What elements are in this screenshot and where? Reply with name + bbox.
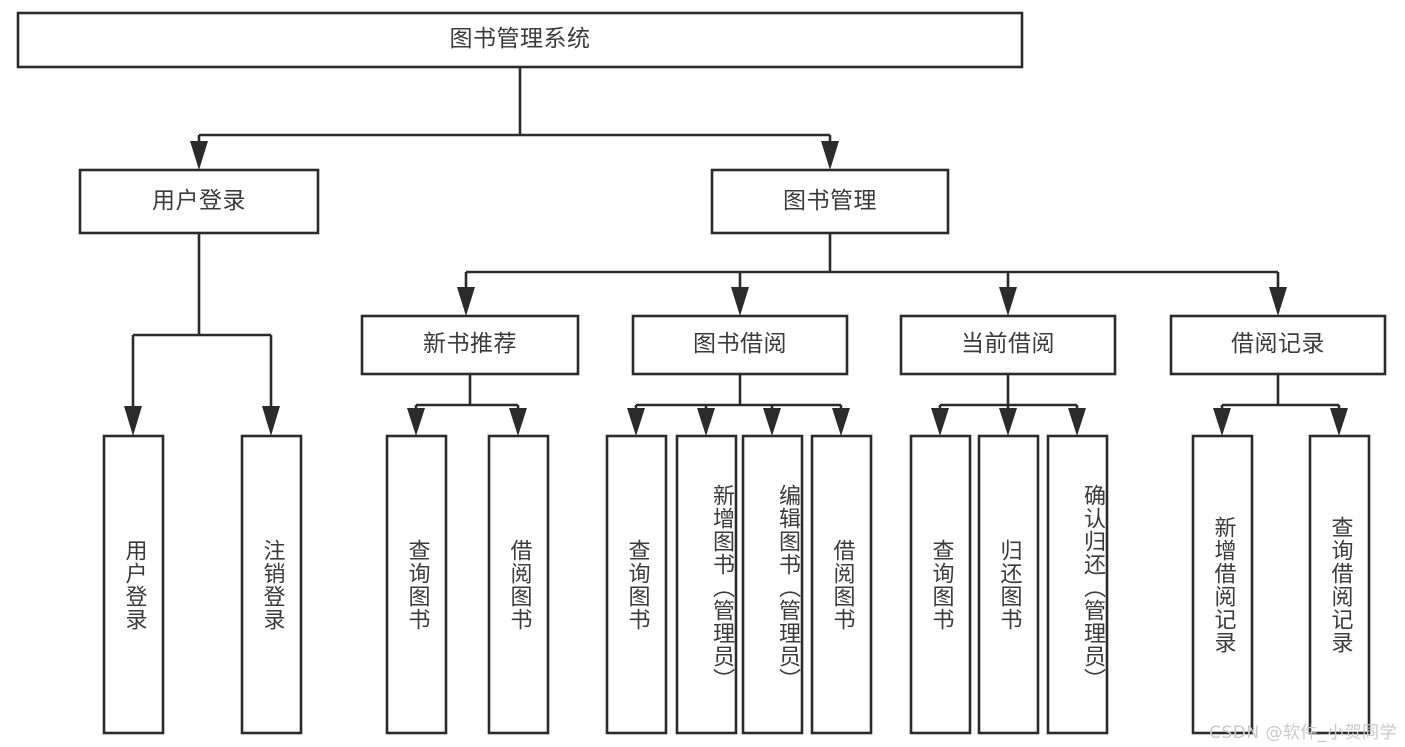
node-box-leaf-borrow-add[interactable] <box>675 434 738 735</box>
arrow-record-leaf1 <box>1213 408 1231 436</box>
node-box-user-login[interactable] <box>78 168 320 235</box>
arrow-borrow-leaf4 <box>832 408 850 436</box>
arrow-newbook-leaf1 <box>407 408 425 436</box>
node-box-book-borrow[interactable] <box>631 314 849 376</box>
arrow-user-login-leaf1 <box>124 406 142 436</box>
node-box-leaf-user-logout[interactable] <box>240 434 303 735</box>
arrow-bm-to-borrow <box>731 287 749 316</box>
node-box-leaf-rec-add[interactable] <box>1191 434 1254 735</box>
arrow-record-leaf2 <box>1330 408 1348 436</box>
arrow-borrow-leaf3 <box>763 408 781 436</box>
node-box-leaf-borrow-query[interactable] <box>605 434 668 735</box>
arrow-newbook-leaf2 <box>509 408 527 436</box>
arrow-root-to-book-manage <box>821 141 839 170</box>
arrow-root-to-user-login <box>190 141 208 170</box>
node-box-leaf-borrow-borrow[interactable] <box>810 434 873 735</box>
arrow-current-leaf2 <box>999 408 1017 436</box>
arrow-user-login-leaf2 <box>262 406 280 436</box>
node-box-leaf-cur-return[interactable] <box>977 434 1040 735</box>
node-box-leaf-cur-confirm[interactable] <box>1046 434 1109 735</box>
node-box-leaf-rec-borrow[interactable] <box>487 434 550 735</box>
arrow-bm-to-newbook <box>457 287 475 316</box>
arrow-bm-to-current <box>999 287 1017 316</box>
node-box-leaf-cur-query[interactable] <box>909 434 972 735</box>
node-box-leaf-borrow-edit[interactable] <box>741 434 804 735</box>
arrow-current-leaf1 <box>931 408 949 436</box>
node-box-borrow-record[interactable] <box>1169 314 1387 376</box>
node-box-current-borrow[interactable] <box>899 314 1117 376</box>
csdn-watermark: CSDN @软件_小贺同学 <box>1209 723 1397 743</box>
node-box-leaf-rec-query[interactable] <box>385 434 448 735</box>
node-box-leaf-rec-query2[interactable] <box>1308 434 1371 735</box>
arrow-borrow-leaf2 <box>697 408 715 436</box>
arrow-bm-to-record <box>1269 287 1287 316</box>
node-box-root[interactable] <box>16 11 1024 69</box>
node-box-leaf-user-login[interactable] <box>102 434 165 735</box>
arrow-current-leaf3 <box>1068 408 1086 436</box>
node-box-new-book-rec[interactable] <box>360 314 580 376</box>
arrow-borrow-leaf1 <box>627 408 645 436</box>
node-box-book-manage[interactable] <box>710 168 950 235</box>
